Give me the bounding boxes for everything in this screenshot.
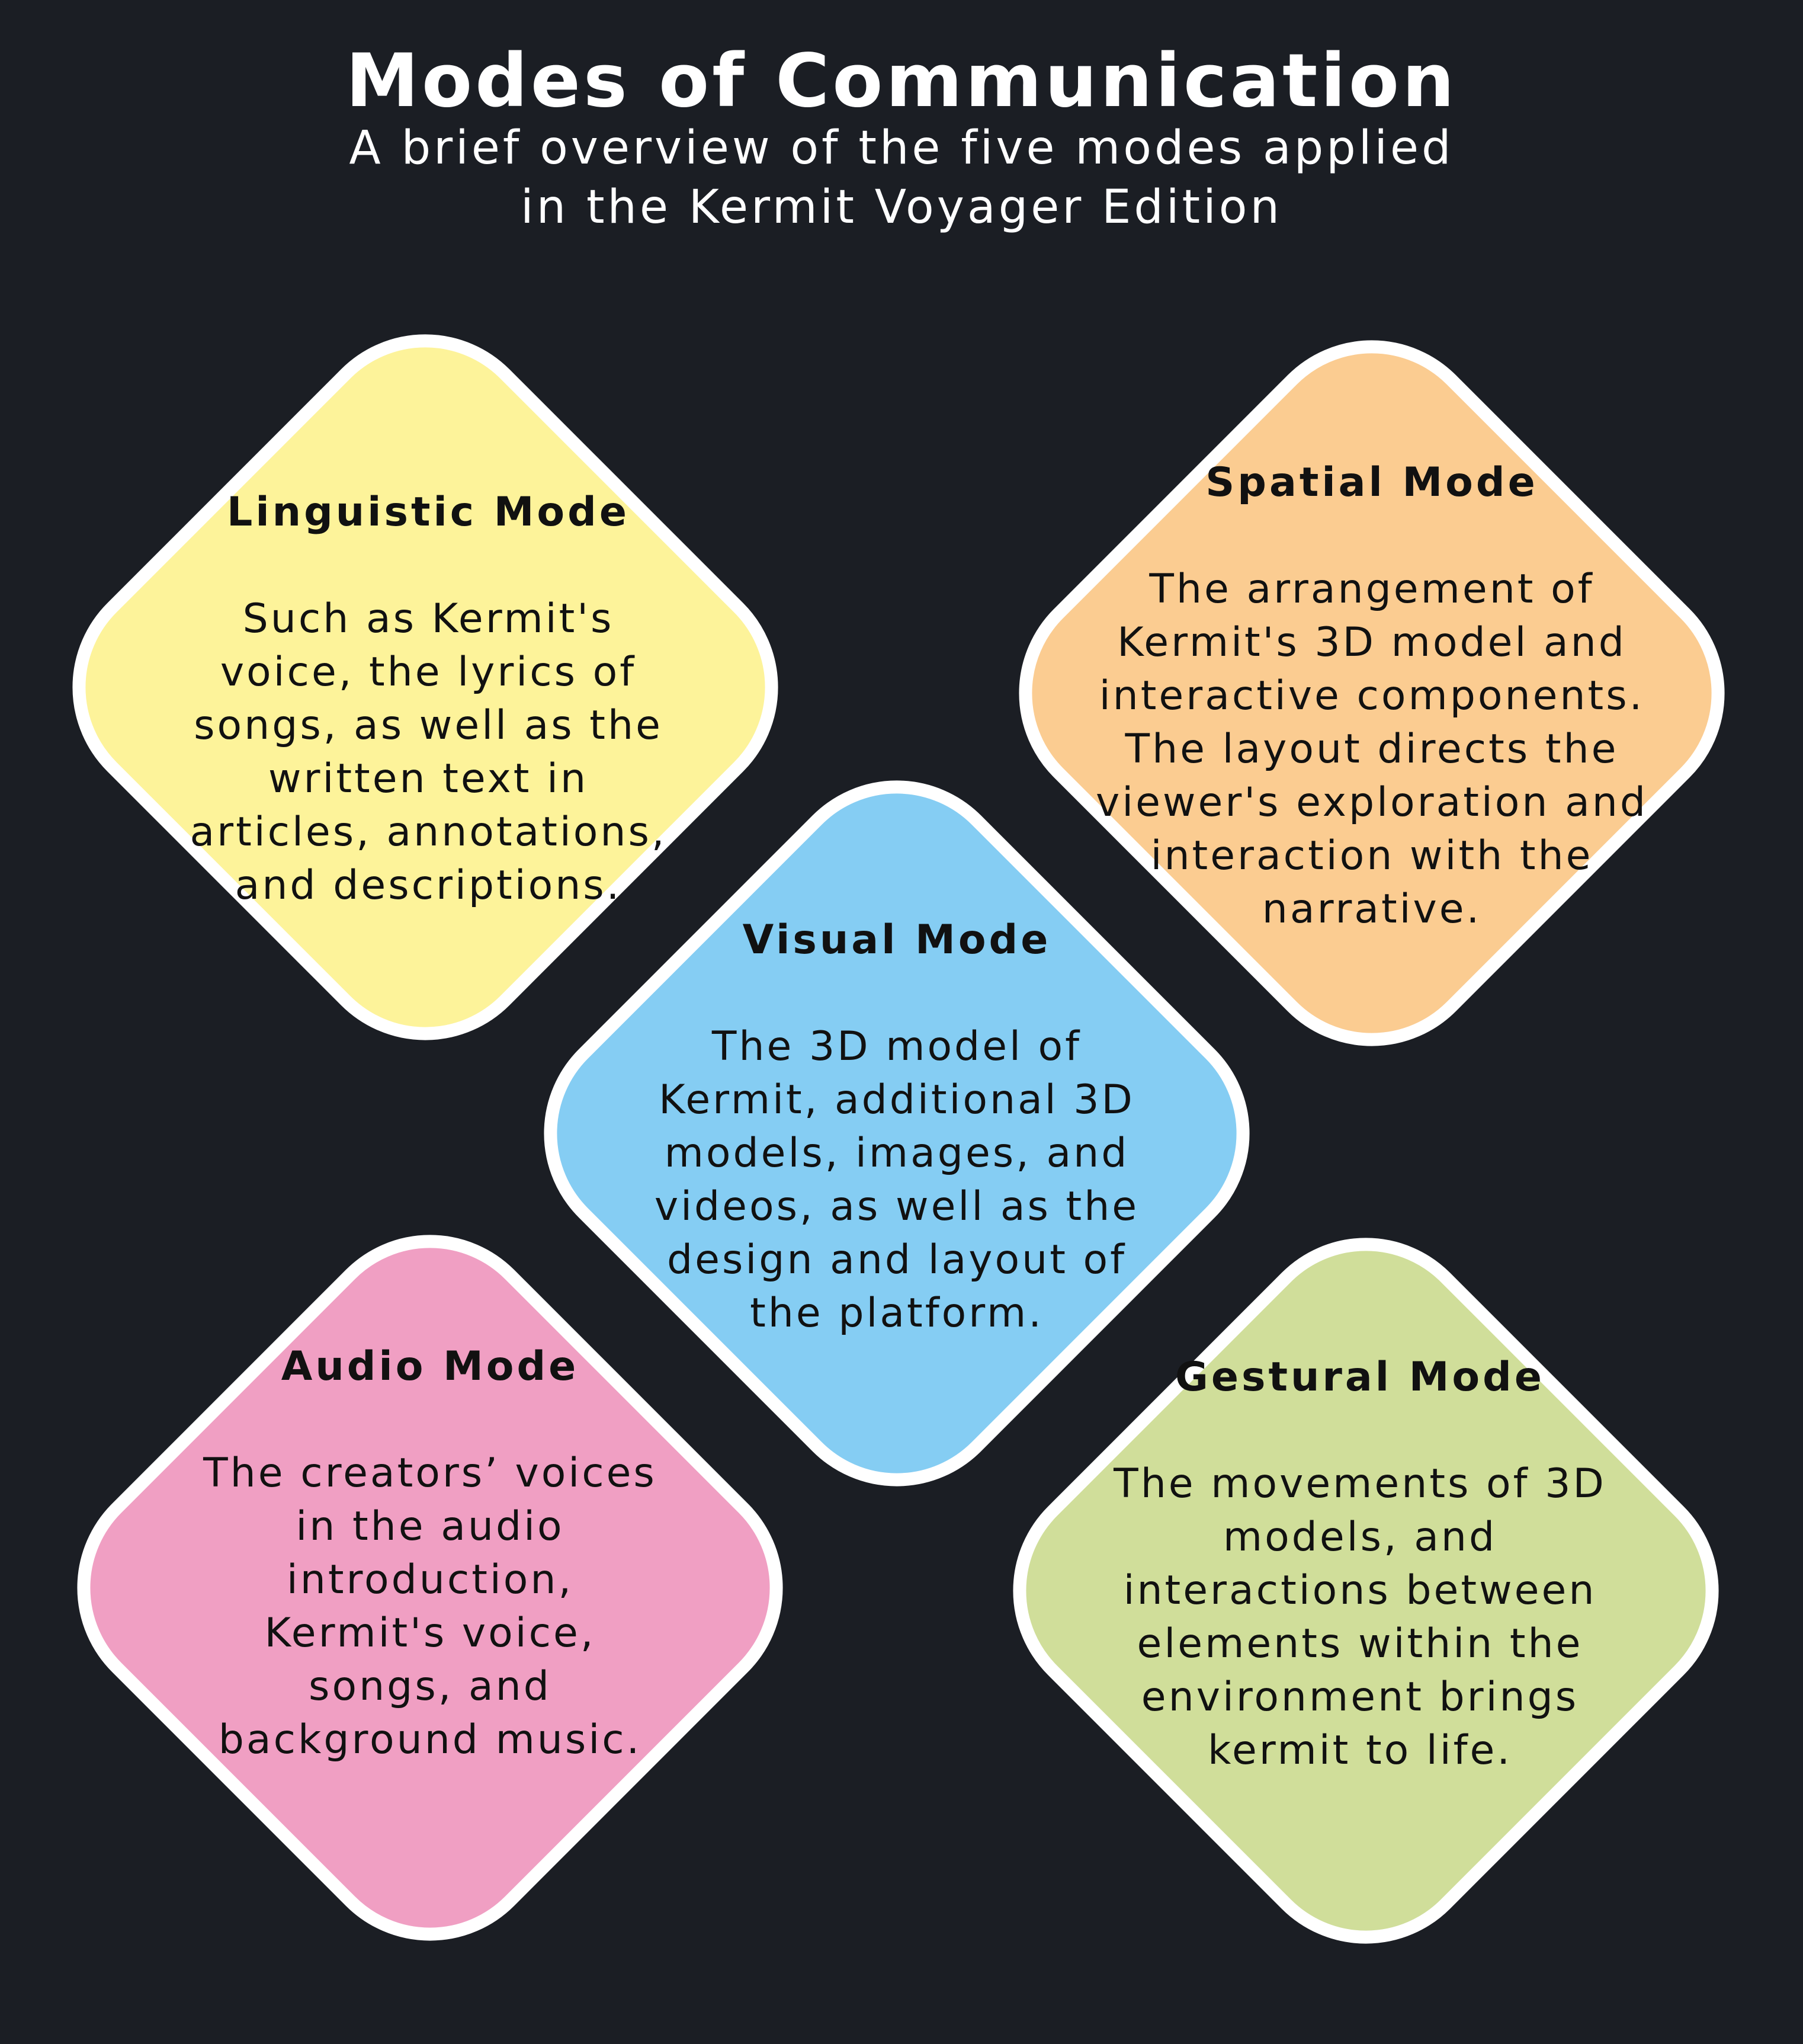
audio-description-line: background music. — [218, 1716, 642, 1763]
gestural-description-line: The movements of 3D — [1114, 1460, 1606, 1507]
gestural-card: Gestural Mode The movements of 3D models,… — [1090, 1351, 1629, 1777]
linguistic-card: Linguistic Mode Such as Kermit's voice, t… — [159, 486, 698, 912]
visual-description-line: videos, as well as the — [654, 1183, 1140, 1230]
audio-description-line: in the audio — [296, 1503, 564, 1550]
gestural-title: Gestural Mode — [1175, 1354, 1545, 1401]
spatial-description-line: narrative. — [1262, 886, 1482, 933]
audio-description-line: introduction, — [286, 1556, 574, 1603]
spatial-card: Spatial Mode The arrangement of Kermit's … — [1046, 456, 1698, 936]
visual-title: Visual Mode — [742, 917, 1051, 963]
spatial-description-line: viewer's exploration and — [1095, 779, 1648, 826]
linguistic-description-line: written text in — [268, 755, 589, 802]
gestural-diamond — [1013, 1238, 1719, 1944]
visual-diamond — [544, 780, 1250, 1486]
linguistic-description-line: and descriptions. — [235, 862, 622, 909]
page-title: Modes of Communication — [345, 39, 1458, 124]
spatial-diamond — [1019, 340, 1725, 1046]
audio-card: Audio Mode The creators’ voices in the au… — [166, 1340, 694, 1767]
subtitle-line-1: A brief overview of the five modes appli… — [349, 121, 1454, 175]
linguistic-description-line: voice, the lyrics of — [220, 649, 637, 696]
gestural-description-line: interactions between — [1123, 1567, 1597, 1614]
audio-description-line: songs, and — [309, 1663, 551, 1710]
gestural-description-line: elements within the — [1137, 1620, 1583, 1667]
gestural-description-line: kermit to life. — [1207, 1727, 1513, 1774]
spatial-description-line: Kermit's 3D model and — [1117, 619, 1626, 666]
subtitle-line-2: in the Kermit Voyager Edition — [521, 181, 1282, 234]
linguistic-description-line: articles, annotations, — [190, 809, 667, 856]
gestural-description: The movements of 3D models, and interactio… — [1090, 1457, 1629, 1777]
visual-description-line: design and layout of — [666, 1236, 1127, 1283]
audio-description-line: The creators’ voices — [203, 1450, 657, 1497]
spatial-description-line: The arrangement of — [1149, 566, 1595, 613]
audio-diamond — [77, 1235, 783, 1941]
linguistic-title: Linguistic Mode — [227, 489, 630, 536]
linguistic-description-line: Such as Kermit's — [242, 595, 614, 642]
visual-description: The 3D model of Kermit, additional 3D mode… — [624, 1020, 1169, 1340]
linguistic-description: Such as Kermit's voice, the lyrics of song… — [159, 592, 698, 912]
spatial-description-line: interactive components. — [1099, 672, 1645, 719]
linguistic-description-line: songs, as well as the — [194, 702, 663, 749]
visual-card: Visual Mode The 3D model of Kermit, addit… — [624, 914, 1169, 1340]
audio-description-line: Kermit's voice, — [264, 1610, 596, 1657]
gestural-description-line: models, and — [1223, 1514, 1497, 1561]
visual-description-line: models, images, and — [664, 1130, 1130, 1177]
audio-description: The creators’ voices in the audio introduc… — [166, 1447, 694, 1767]
linguistic-diamond — [72, 334, 778, 1040]
spatial-description-line: interaction with the — [1150, 832, 1593, 879]
audio-title: Audio Mode — [281, 1343, 579, 1390]
visual-description-line: The 3D model of — [711, 1023, 1082, 1070]
spatial-description: The arrangement of Kermit's 3D model and i… — [1046, 563, 1698, 936]
gestural-description-line: environment brings — [1141, 1674, 1579, 1721]
spatial-title: Spatial Mode — [1205, 459, 1538, 506]
visual-description-line: Kermit, additional 3D — [659, 1077, 1135, 1123]
visual-description-line: the platform. — [750, 1290, 1044, 1337]
spatial-description-line: The layout directs the — [1125, 726, 1619, 773]
